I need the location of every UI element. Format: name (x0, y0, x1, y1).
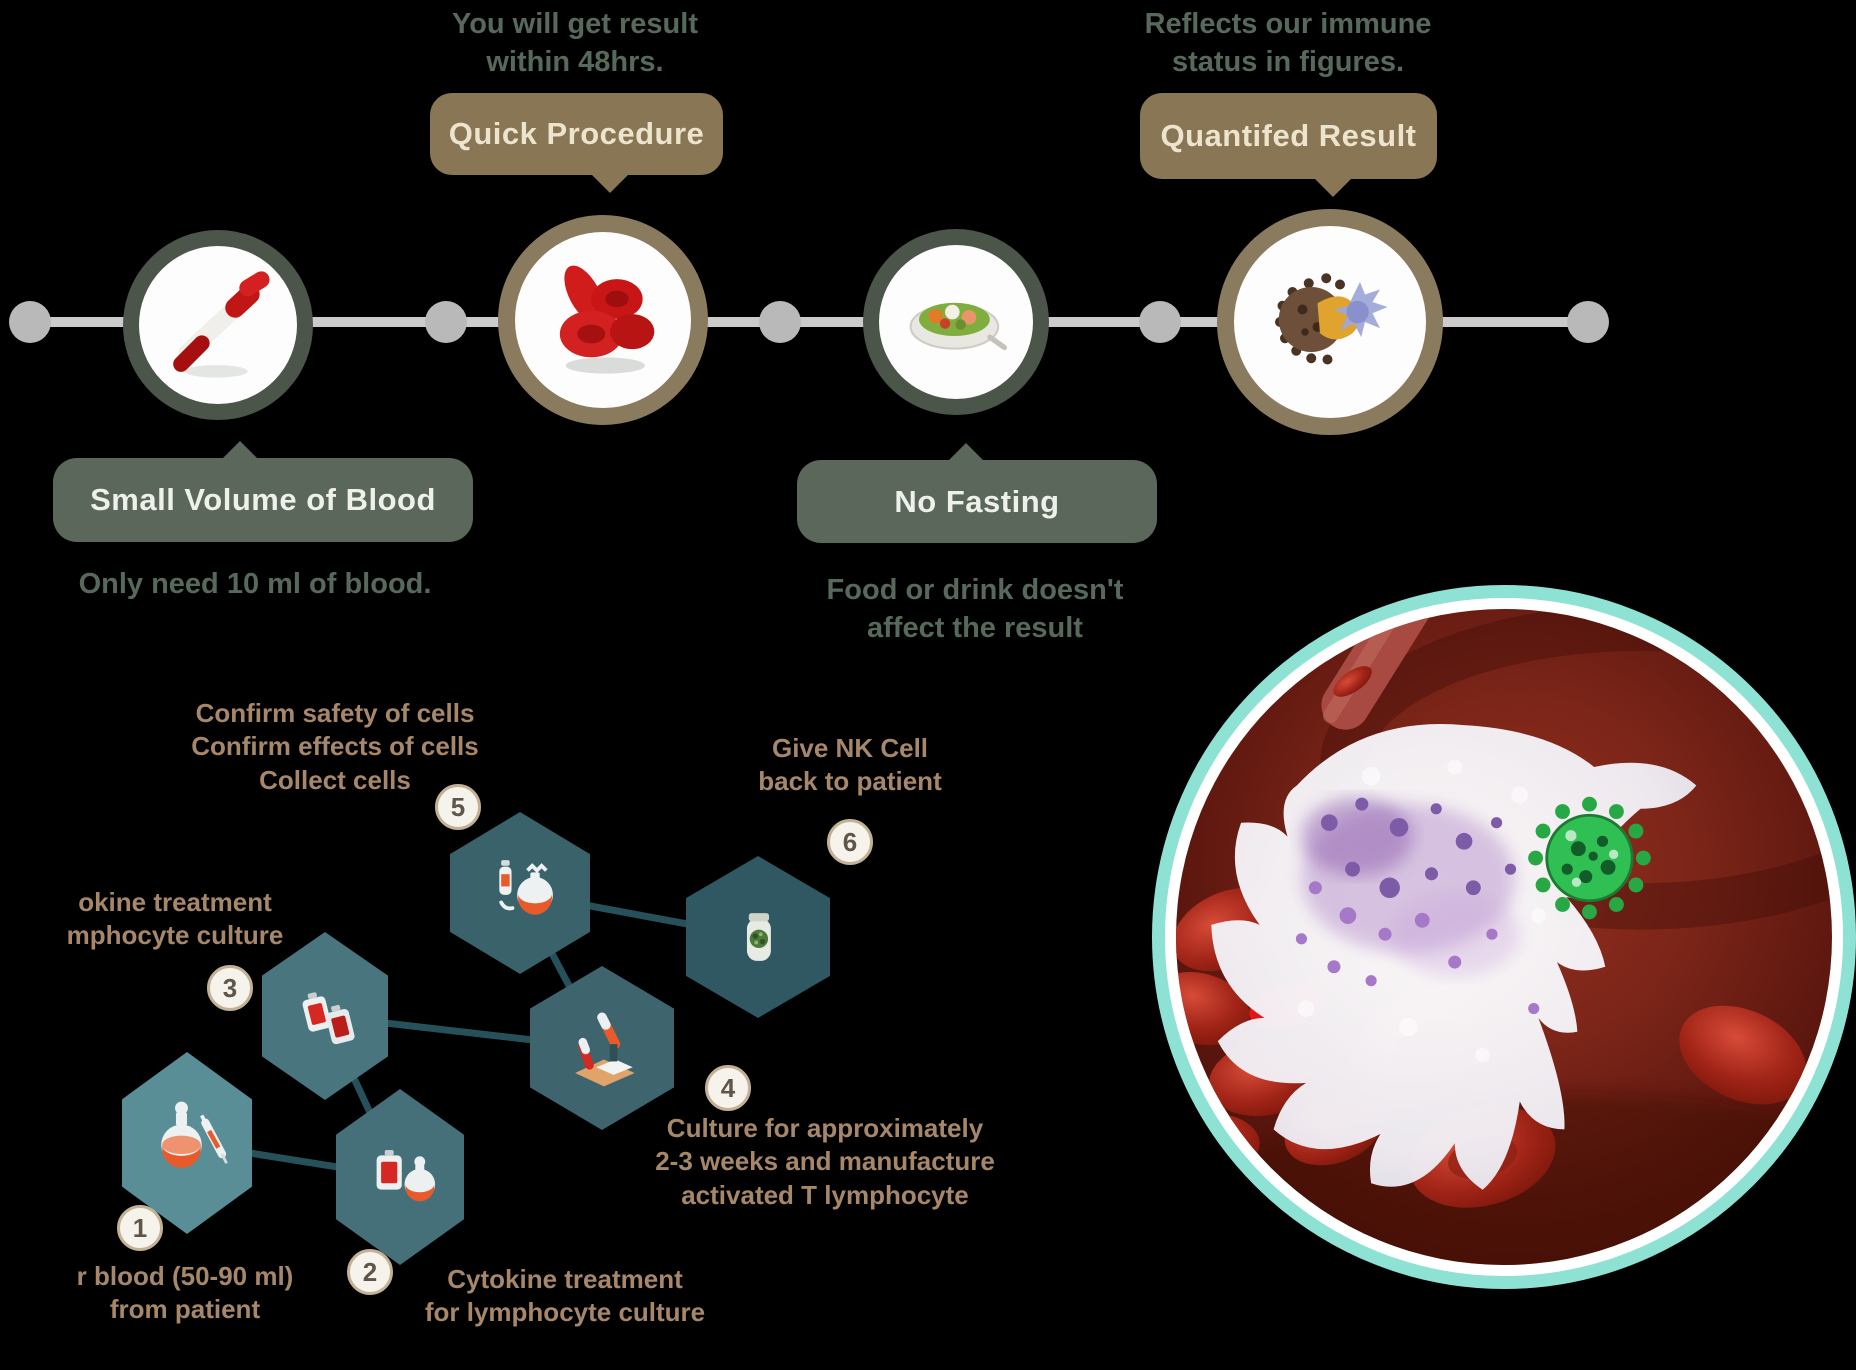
quick-procedure-note: You will get result within 48hrs. (452, 8, 698, 78)
blood-collection-tubes-icon (172, 270, 270, 378)
step-number-6: 6 (827, 819, 873, 865)
quantified-result-badge: Quantifed Result (1140, 93, 1437, 197)
blood-bags-icon (302, 992, 355, 1045)
step-3-label: okine treatment mphocyte culture (66, 887, 284, 951)
vial-and-flask-icon (499, 860, 553, 915)
food-plate-icon (909, 302, 1007, 350)
step-number-5: 5 (435, 784, 481, 830)
lab-culture-tray-icon (575, 1012, 635, 1087)
virus-immune-cells-icon (1275, 273, 1388, 365)
virus (1528, 796, 1651, 920)
small-volume-note: Only need 10 ml of blood. (78, 568, 432, 600)
timeline-dot (759, 301, 801, 343)
timeline-step-3-circle (863, 229, 1049, 415)
timeline-dot (1139, 301, 1181, 343)
timeline-dot (1567, 301, 1609, 343)
no-fasting-badge: No Fasting (797, 443, 1157, 543)
badge-pointer-down-icon (1313, 177, 1353, 197)
no-fasting-label: No Fasting (894, 483, 1060, 519)
step-number-1: 1 (117, 1205, 163, 1251)
timeline-dot (425, 301, 467, 343)
cell-jar-icon (746, 913, 771, 961)
step-number-4: 4 (705, 1065, 751, 1111)
red-blood-cells-icon (559, 265, 655, 374)
quick-procedure-badge: Quick Procedure (430, 93, 723, 193)
step-number-3: 3 (207, 965, 253, 1011)
step-5-label: Confirm safety of cells Confirm effects … (191, 698, 479, 795)
nk-cell-illustration (1152, 585, 1856, 1289)
badge-pointer-up-icon (221, 441, 259, 460)
nk-cell-scene (1176, 609, 1832, 1265)
nk-cell-vs-virus-graphic (1176, 609, 1832, 1265)
step-2-label: Cytokine treatment for lymphocyte cultur… (424, 1264, 706, 1328)
step-1-label: r blood (50-90 ml) from patient (76, 1261, 294, 1325)
no-fasting-note: Food or drink doesn't affect the result (826, 574, 1124, 644)
small-volume-label: Small Volume of Blood (90, 482, 436, 517)
step-4-label: Culture for approximately 2-3 weeks and … (655, 1113, 995, 1210)
quick-procedure-label: Quick Procedure (448, 116, 705, 151)
badge-pointer-down-icon (590, 173, 630, 193)
timeline-line (30, 317, 1590, 327)
timeline-dot (9, 301, 51, 343)
quantified-result-label: Quantifed Result (1160, 118, 1417, 153)
step-6-label: Give NK Cell back to patient (758, 733, 942, 797)
small-volume-badge: Small Volume of Blood (53, 441, 473, 542)
badge-pointer-up-icon (947, 443, 985, 462)
quantified-result-note: Reflects our immune status in figures. (1144, 8, 1432, 78)
step-number-2: 2 (347, 1249, 393, 1295)
blood-bag-and-flask-icon (376, 1150, 436, 1202)
flask-and-syringe-icon (161, 1101, 228, 1168)
